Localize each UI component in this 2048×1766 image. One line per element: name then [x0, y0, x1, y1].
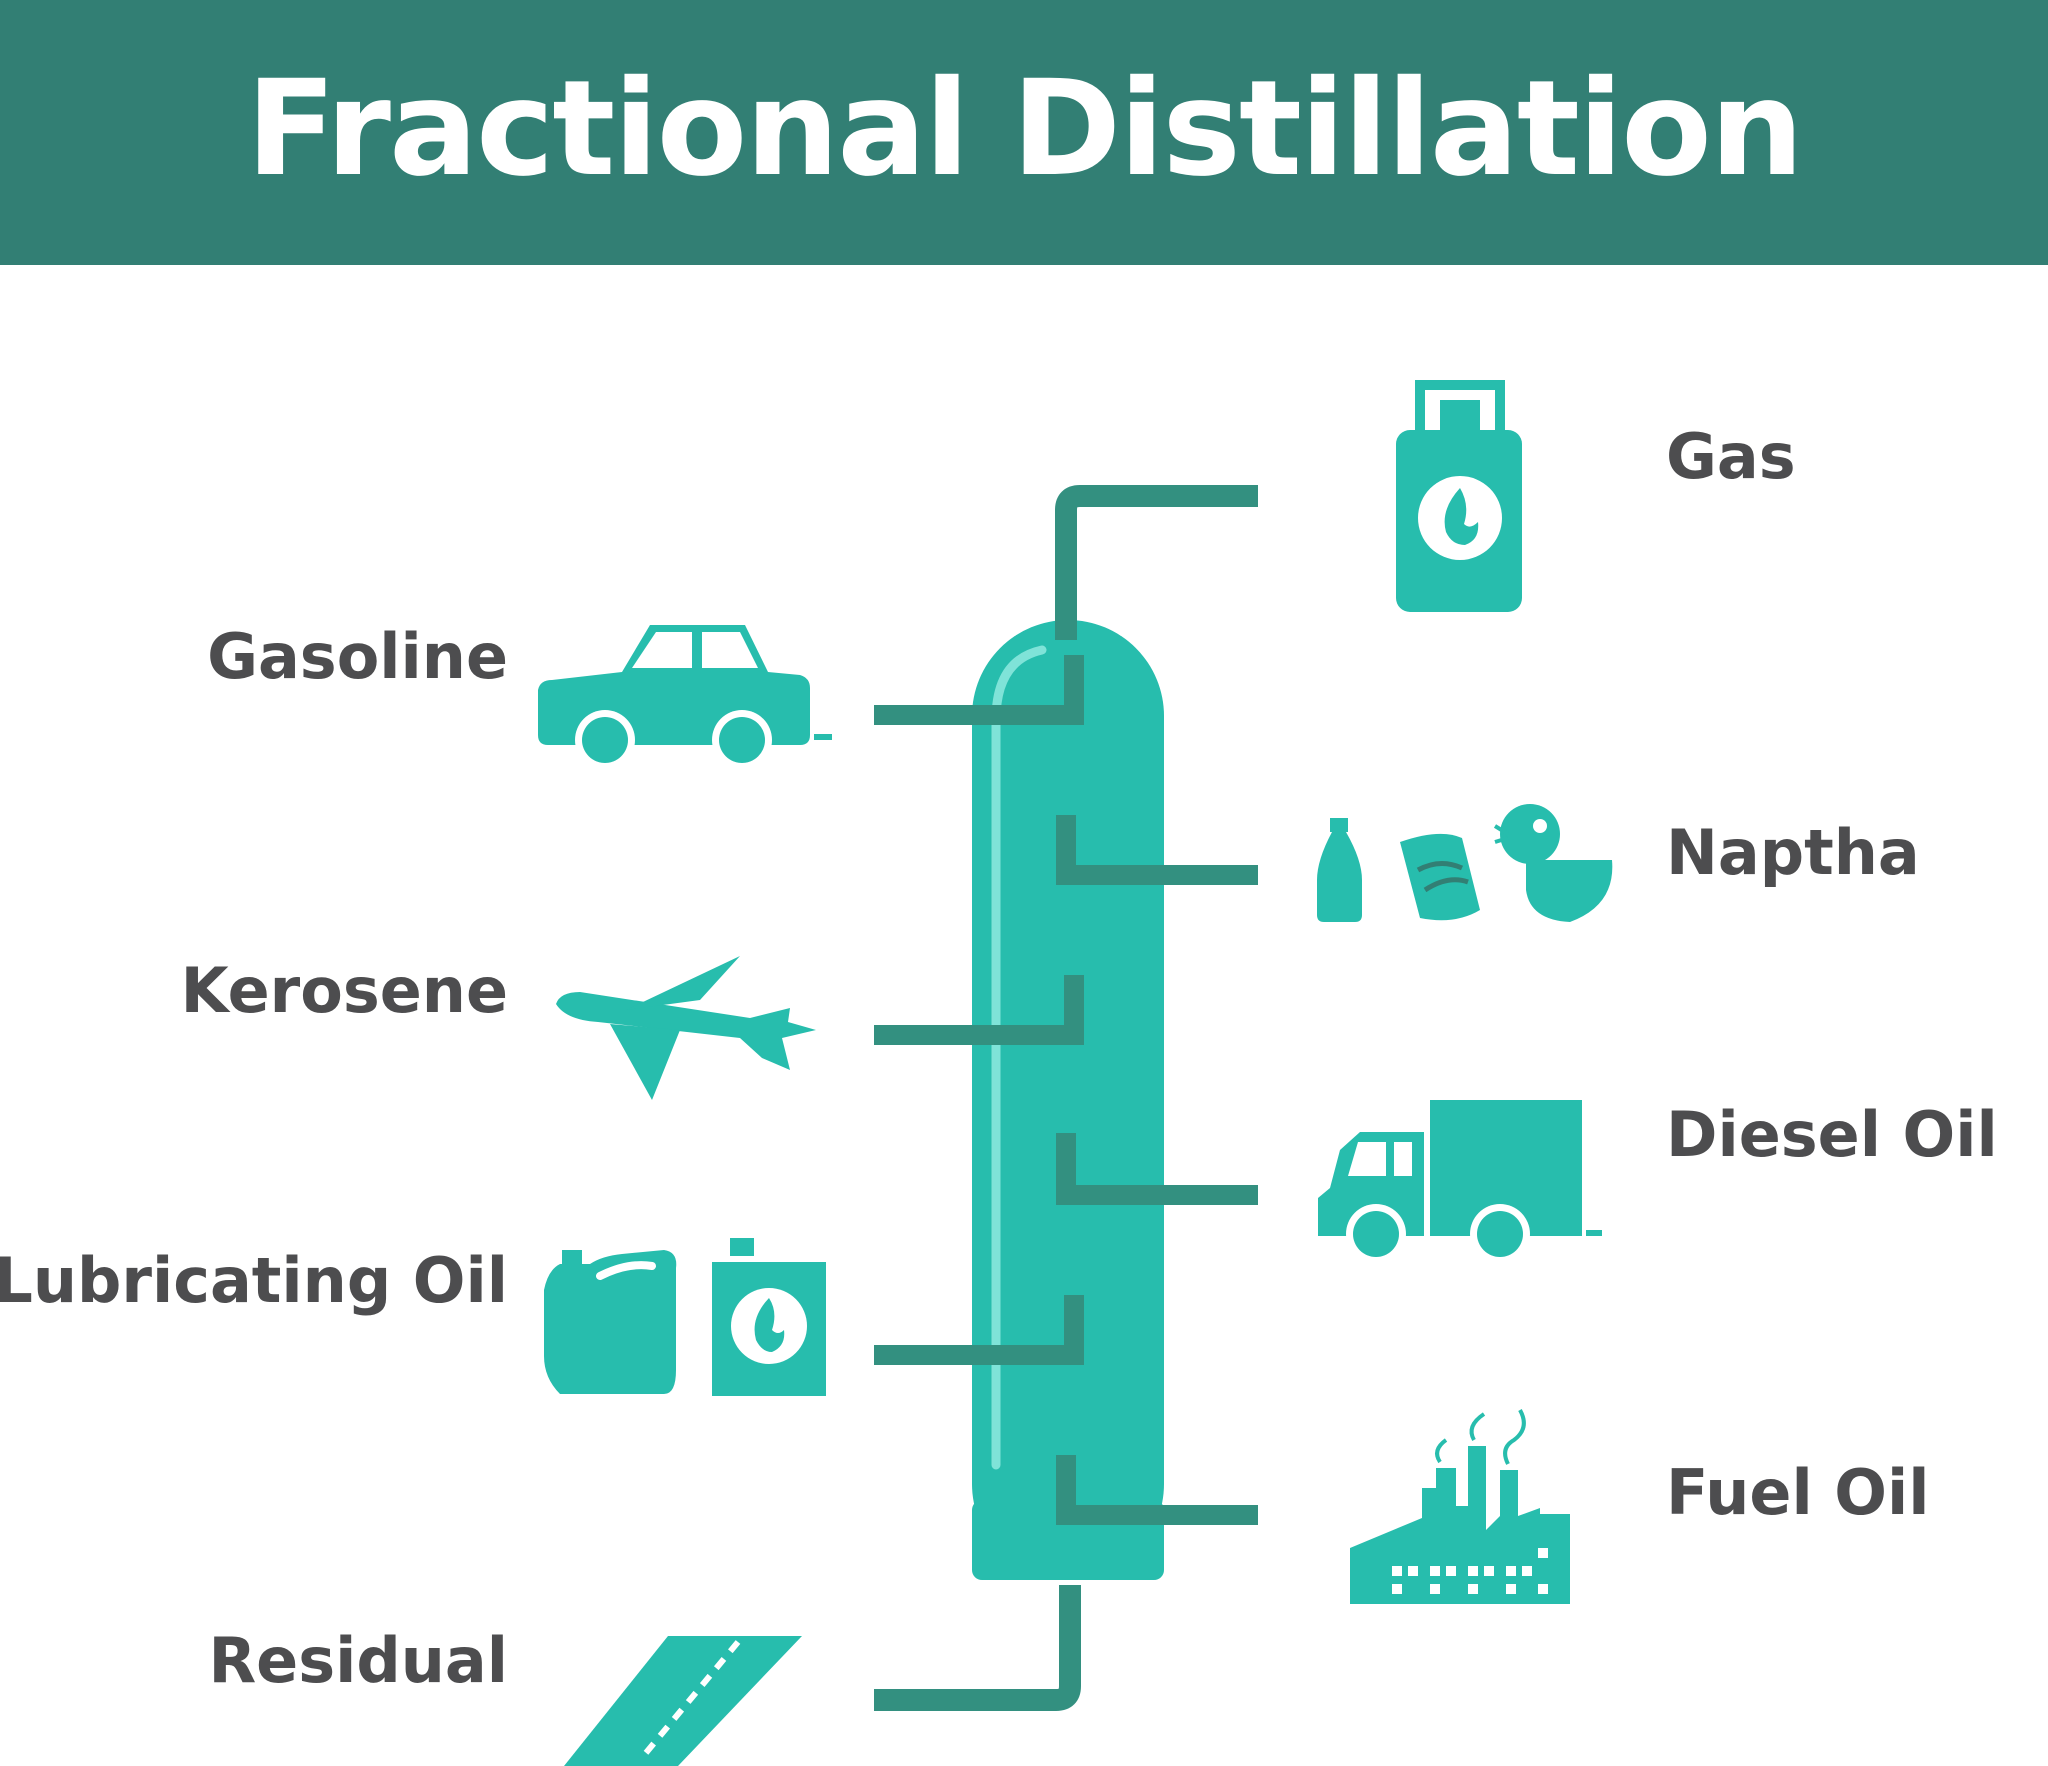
- distillation-column: [972, 620, 1164, 1580]
- label-lubricating-oil: Lubricating Oil: [0, 1244, 508, 1317]
- factory-icon: [1350, 1409, 1570, 1604]
- road-icon: [564, 1636, 802, 1766]
- truck-icon: [1318, 1100, 1602, 1264]
- header-bar: Fractional Distillation: [0, 0, 2048, 265]
- car-icon: [538, 625, 832, 770]
- plastics-icon: [1317, 804, 1613, 922]
- label-gas: Gas: [1666, 420, 1796, 493]
- gas-pipe: [1055, 485, 1258, 640]
- label-residual: Residual: [208, 1624, 508, 1697]
- oil-canisters-icon: [544, 1238, 826, 1396]
- right-pipes: [1056, 815, 1258, 1525]
- page-title: Fractional Distillation: [246, 51, 1804, 206]
- left-pipes: [874, 655, 1084, 1365]
- label-fuel-oil: Fuel Oil: [1666, 1456, 1930, 1529]
- label-gasoline: Gasoline: [207, 620, 508, 693]
- gas-cylinder-icon: [1396, 380, 1522, 612]
- label-diesel-oil: Diesel Oil: [1666, 1098, 1998, 1171]
- airplane-icon: [556, 956, 816, 1100]
- label-naptha: Naptha: [1666, 816, 1920, 889]
- residual-pipe: [874, 1585, 1081, 1711]
- label-kerosene: Kerosene: [180, 954, 508, 1027]
